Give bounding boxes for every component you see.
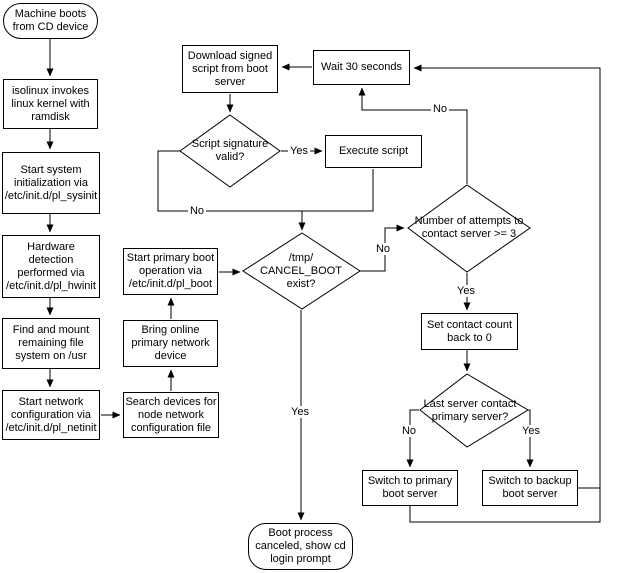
diamond-script-signature-valid — [179, 114, 281, 188]
node-bring-online: Bring online primary network device — [123, 320, 218, 367]
node-search-devices: Search devices for node network configur… — [123, 392, 219, 438]
diamond-attempts-to-contact — [407, 184, 531, 273]
node-switch-primary: Switch to primary boot server — [362, 470, 458, 506]
node-pl-netinit: Start network configuration via /etc/ini… — [2, 390, 100, 440]
edge-label-sig-yes: Yes — [288, 145, 310, 157]
node-machine-boots: Machine boots from CD device — [3, 3, 98, 39]
node-download-script: Download signed script from boot server — [182, 45, 278, 93]
edge-label-attempts-no: No — [430, 103, 450, 115]
node-switch-backup: Switch to backup boot server — [482, 470, 578, 506]
edge-switch-merge-to-wait — [409, 64, 601, 523]
diamond-last-server-primary — [419, 373, 529, 448]
node-pl-hwinit: Hardware detection performed via /etc/in… — [2, 235, 100, 298]
edge-label-cancel-yes: Yes — [289, 406, 311, 418]
node-wait-30-seconds: Wait 30 seconds — [313, 50, 410, 85]
edge-last-no-to-primary — [406, 409, 419, 468]
edge-label-sig-no: No — [187, 205, 207, 217]
diamond-cancel-boot-exist — [242, 232, 361, 310]
edge-label-cancel-no: No — [373, 243, 393, 255]
label-last-server-primary: Last server contact primary server? — [423, 398, 517, 423]
node-pl-boot: Start primary boot operation via /etc/in… — [123, 248, 218, 295]
edge-sig-no-and-execute-merge — [157, 150, 374, 212]
edge-label-last-yes: Yes — [520, 425, 542, 437]
node-pl-sysinit: Start system initialization via /etc/ini… — [2, 152, 100, 214]
node-execute-script: Execute script — [325, 135, 422, 168]
edge-label-attempts-yes: Yes — [455, 285, 477, 297]
edge-last-yes-to-backup — [526, 409, 534, 468]
label-attempts-to-contact: Number of attempts to contact server >= … — [414, 215, 524, 240]
edge-attempts-no-to-wait — [358, 87, 468, 184]
node-find-mount: Find and mount remaining file system on … — [2, 318, 100, 369]
label-script-signature-valid: Script signature valid? — [191, 138, 269, 163]
node-isolinux: isolinux invokes linux kernel with ramdi… — [3, 79, 98, 129]
node-set-contact-count: Set contact count back to 0 — [421, 313, 518, 350]
node-boot-canceled: Boot process canceled, show cd login pro… — [248, 523, 353, 570]
label-cancel-boot-exist: /tmp/ CANCEL_BOOT exist? — [260, 251, 342, 290]
edge-label-last-no: No — [399, 425, 419, 437]
